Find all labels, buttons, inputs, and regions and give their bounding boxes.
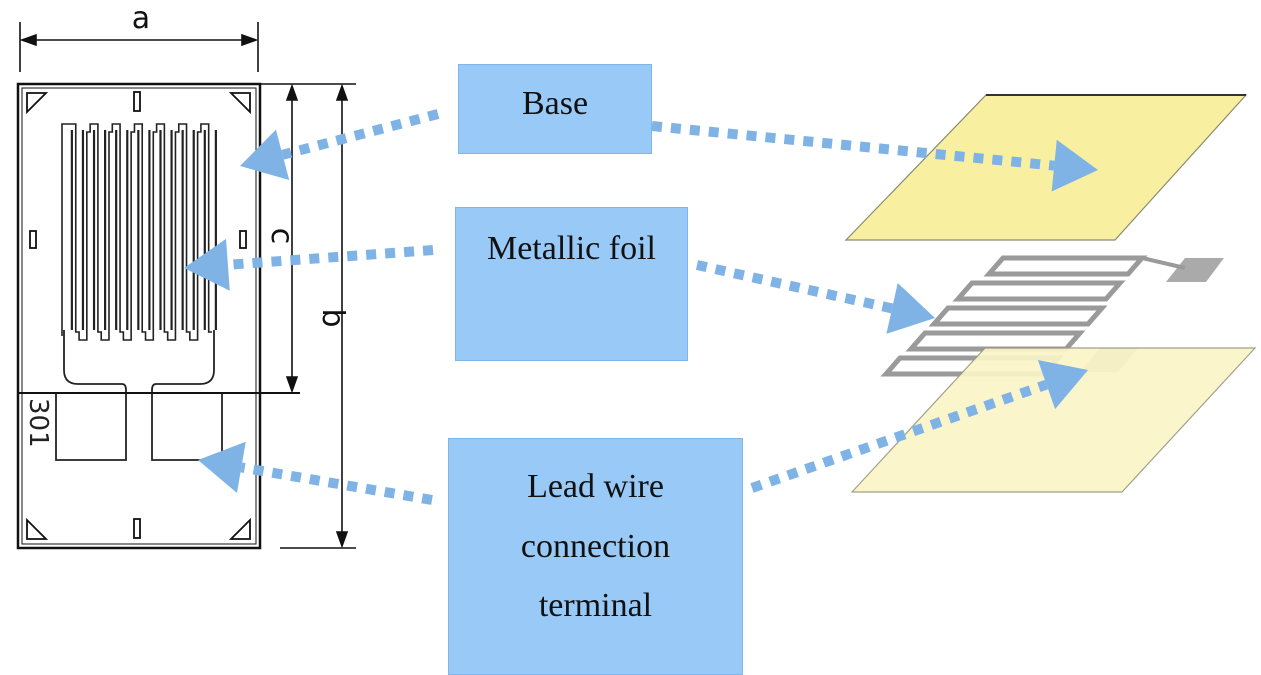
dimension-a-label: a	[132, 1, 150, 36]
arrow-shaft	[227, 245, 434, 270]
arrow-head	[1051, 139, 1098, 192]
gauge-foil-grid	[61, 123, 217, 341]
base-label: Base	[521, 85, 589, 122]
terminal-base-layer	[850, 347, 1257, 493]
lead-wire-label-line-3: terminal	[538, 587, 653, 624]
arrow-base-to-gauge	[240, 109, 440, 180]
arrow-lead-to-layer	[750, 360, 1088, 493]
arrow-shaft	[695, 260, 894, 314]
arrow-shaft	[750, 379, 1049, 493]
arrow-lead-to-gauge	[198, 441, 433, 505]
alignment-marks	[26, 91, 251, 540]
foil-loop	[983, 255, 1148, 277]
foil-lead	[1141, 256, 1186, 270]
arrow-shaft	[240, 462, 433, 505]
lead-wire-label-line-1: Lead wire	[527, 468, 664, 505]
dimension-b-label: b	[315, 308, 350, 327]
arrow-head	[1037, 360, 1088, 410]
base-layer	[844, 94, 1248, 241]
dimension-c-label: c	[264, 228, 299, 245]
arrow-head	[184, 238, 230, 291]
dimension-c	[260, 83, 300, 394]
foil-loop	[952, 280, 1126, 302]
dimension-a	[19, 22, 259, 72]
foil-loop	[928, 305, 1108, 327]
arrow-head	[886, 283, 935, 334]
strain-gauge-drawing: a 301	[16, 1, 356, 550]
arrow-shaft	[281, 109, 440, 160]
connector-arrows	[184, 109, 1098, 505]
arrow-foil-to-layer	[695, 260, 935, 334]
arrow-foil-to-gauge	[184, 238, 434, 291]
arrow-base-to-layer	[651, 121, 1098, 192]
lead-wire-label-line-2: connection	[520, 527, 671, 565]
dimension-b	[280, 83, 356, 549]
base-label-box: Base	[458, 64, 652, 154]
arrow-head	[240, 129, 290, 180]
foil-grid-path	[61, 123, 212, 341]
arrow-head	[198, 441, 246, 494]
gauge-serial: 301	[23, 398, 53, 448]
foil-pad	[1166, 258, 1224, 282]
lead-wire-label-box: Lead wire connection terminal	[448, 438, 743, 675]
terminal-tabs	[55, 330, 223, 461]
exploded-view	[844, 94, 1257, 493]
foil-loop	[905, 330, 1086, 352]
gauge-inner-outline	[21, 87, 257, 545]
metallic-foil-label: Metallic foil	[486, 230, 656, 267]
metallic-foil-label-box: Metallic foil	[455, 207, 688, 361]
